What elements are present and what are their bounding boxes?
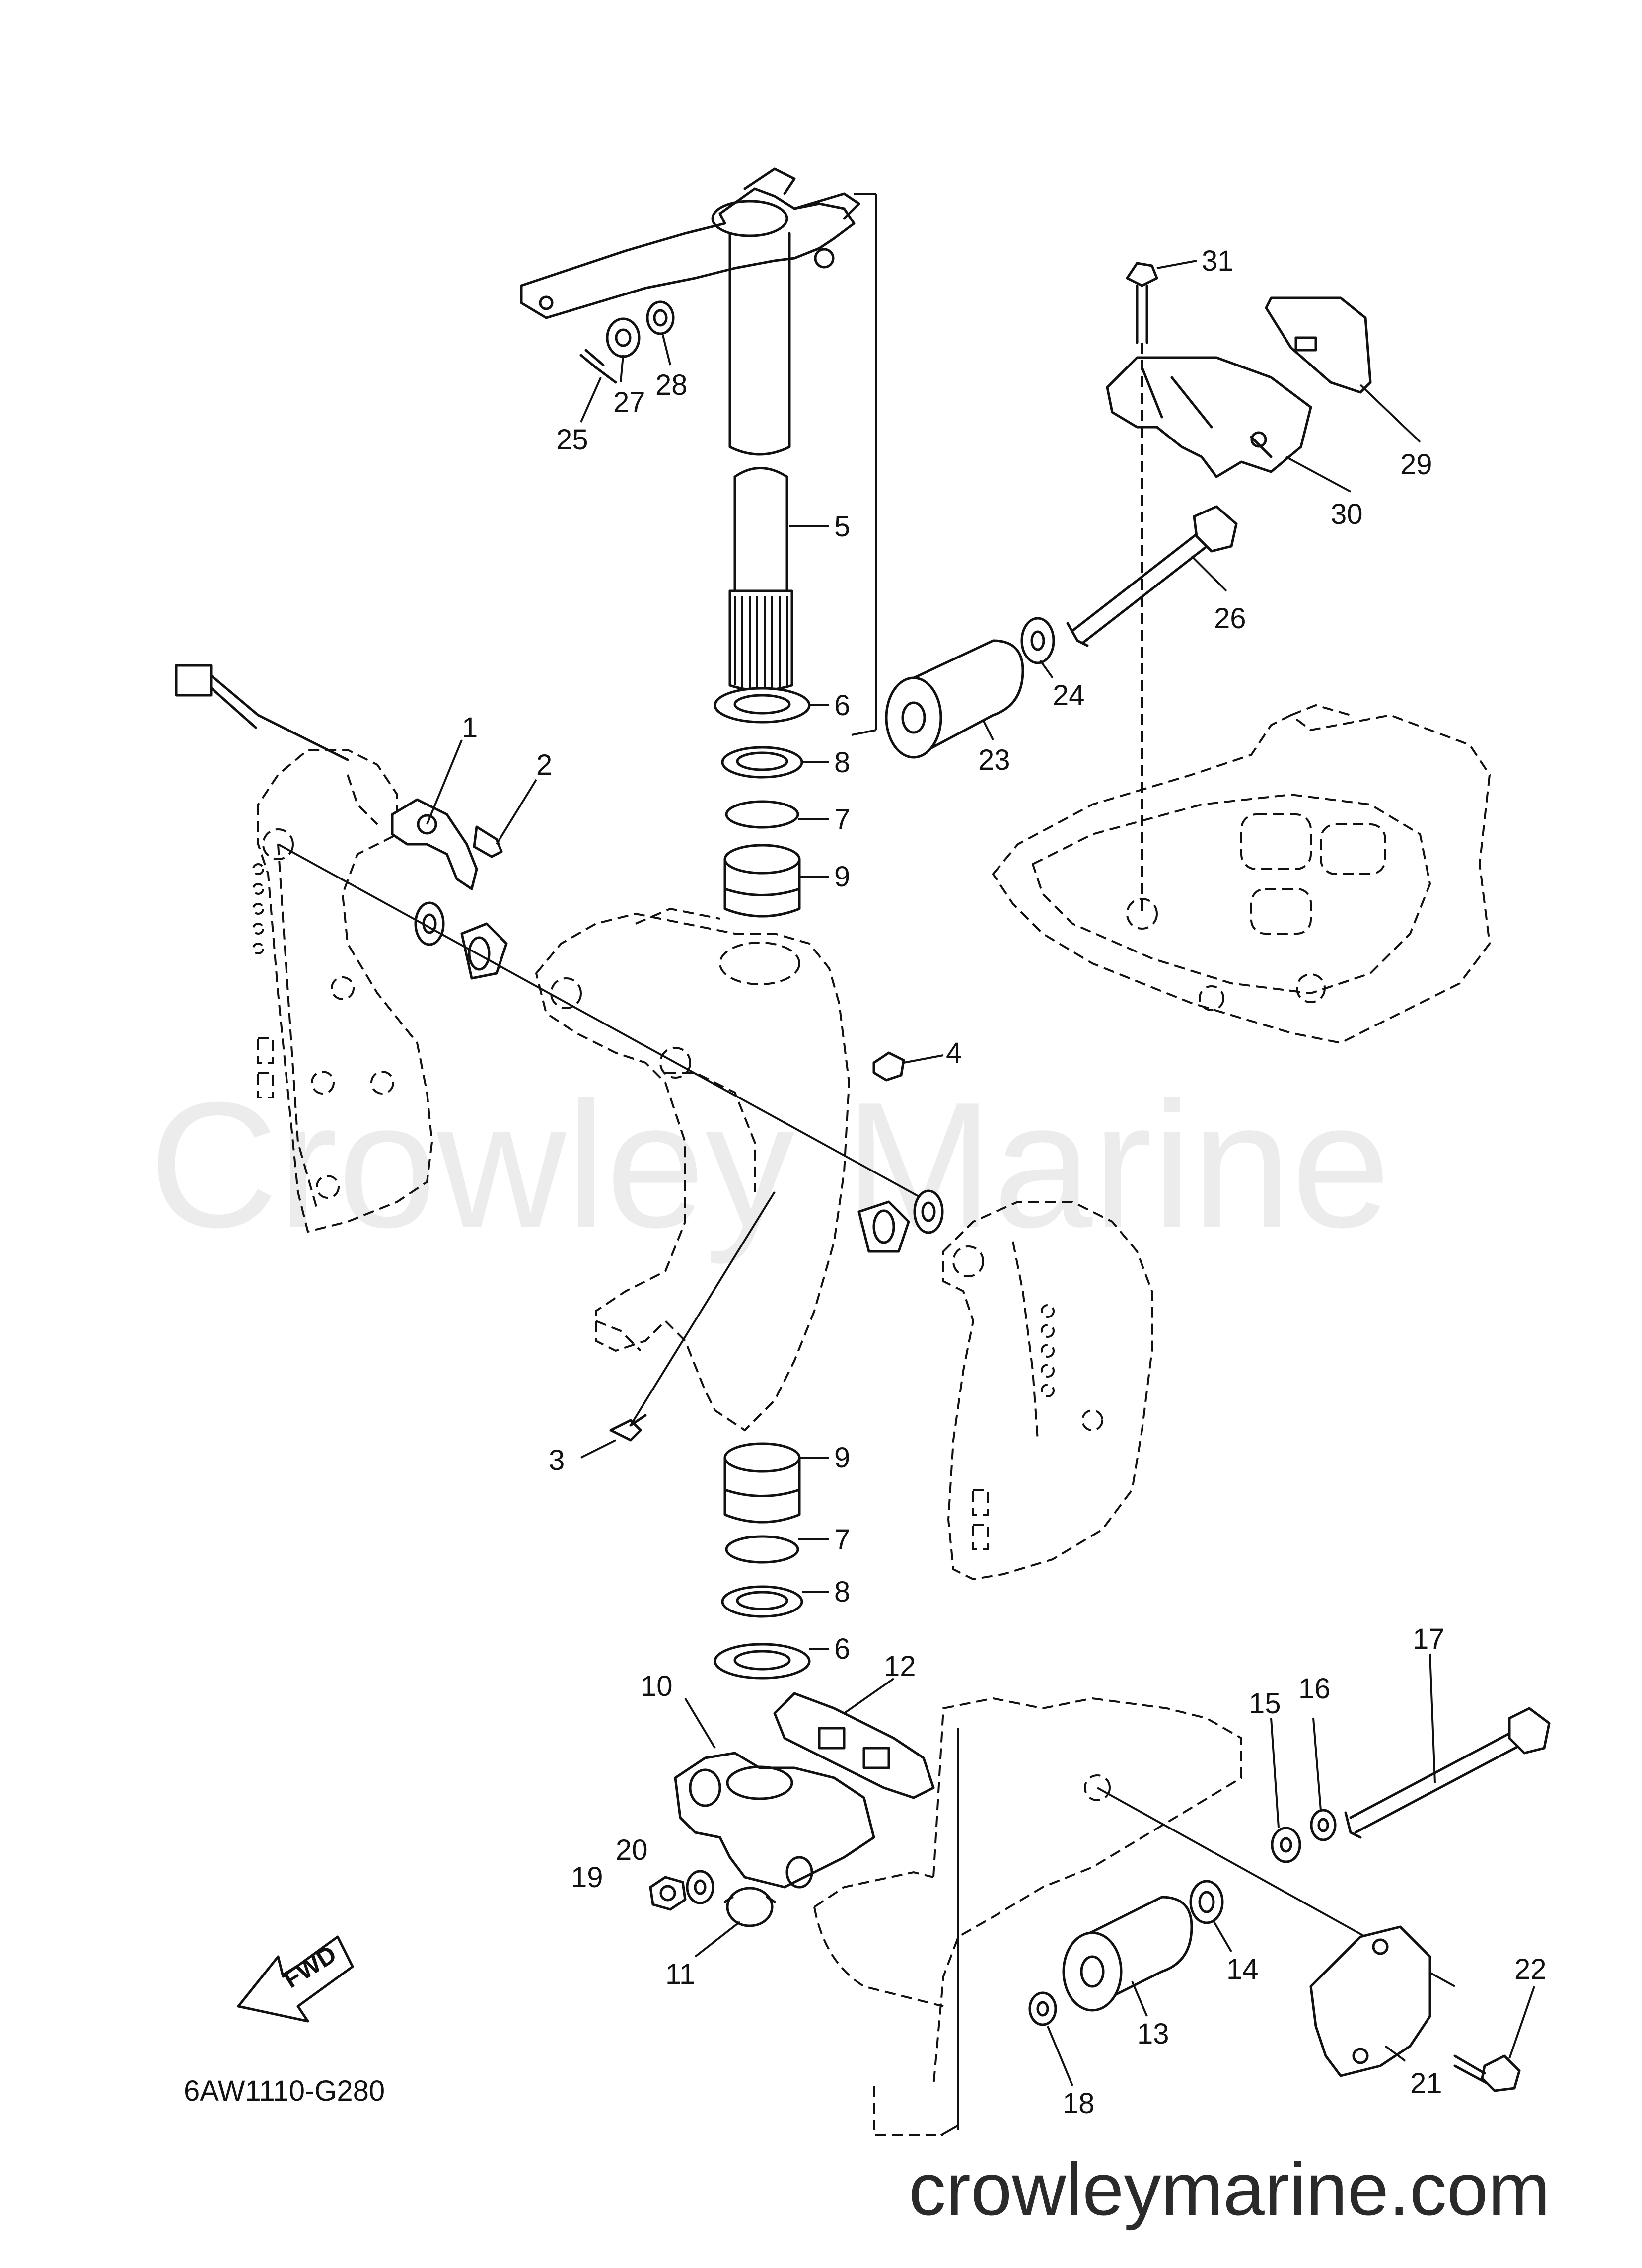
callout-24: 24 <box>1053 679 1085 712</box>
nut-4 <box>872 1051 905 1082</box>
nut-27 <box>606 317 641 358</box>
callout-4: 4 <box>946 1037 962 1069</box>
screw-3 <box>609 1414 647 1442</box>
mounting-plate-upper <box>992 704 1491 1044</box>
callout-22: 22 <box>1514 1953 1547 1985</box>
circlip-11 <box>723 1887 776 1927</box>
callout-23: 23 <box>978 744 1010 776</box>
callout-21: 21 <box>1410 2067 1442 2100</box>
callout-19: 19 <box>571 1861 603 1894</box>
washer-15 <box>1271 1827 1301 1863</box>
plate-12 <box>773 1692 935 1799</box>
callout-14: 14 <box>1226 1953 1259 1985</box>
callout-30: 30 <box>1331 498 1363 530</box>
cotter-pin-25 <box>579 349 617 384</box>
callout-26: 26 <box>1214 602 1246 635</box>
callout-7-lower: 7 <box>834 1524 850 1556</box>
washer-18 <box>1028 1991 1057 2026</box>
lower-mount-bracket-10 <box>674 1752 875 1889</box>
callout-27: 27 <box>613 386 645 419</box>
bolt-26 <box>1066 505 1238 647</box>
washer-20 <box>686 1870 714 1904</box>
callout-6-upper: 6 <box>834 689 850 722</box>
callout-3: 3 <box>549 1444 565 1476</box>
callout-leaders <box>426 260 1535 2086</box>
callout-25: 25 <box>556 424 588 456</box>
washer-24 <box>1020 617 1055 664</box>
trim-sensor-1 <box>391 798 478 890</box>
callout-31: 31 <box>1202 245 1234 277</box>
pivot-bushing-right <box>857 1189 944 1253</box>
bolt-17 <box>1344 1707 1551 1839</box>
swivel-bracket <box>535 907 851 1432</box>
steering-shaft <box>728 232 793 692</box>
callout-18: 18 <box>1063 2087 1095 2120</box>
pivot-bushing-left <box>414 901 508 980</box>
cover-29 <box>1265 296 1372 394</box>
lower-housing <box>813 1697 1242 2136</box>
callout-8-upper: 8 <box>834 746 850 779</box>
callout-12: 12 <box>884 1650 916 1683</box>
callout-6-lower: 6 <box>834 1633 850 1665</box>
nut-19 <box>649 1876 687 1911</box>
bolt-31 <box>1126 262 1158 344</box>
forward-direction-arrow: FWD <box>237 1935 354 2023</box>
callout-8-lower: 8 <box>834 1576 850 1608</box>
bolt-22 <box>1453 2054 1521 2092</box>
callout-29: 29 <box>1400 448 1432 481</box>
site-url: crowleymarine.com <box>909 2147 1550 2231</box>
bushing-stack-upper <box>714 687 811 918</box>
lower-cover-21 <box>1309 1925 1431 2077</box>
callout-7-upper: 7 <box>834 804 850 836</box>
washer-14 <box>1189 1880 1224 1924</box>
callout-9-lower: 9 <box>834 1442 850 1474</box>
clamp-bracket-left <box>252 749 433 1233</box>
diagram-code: 6AW1110-G280 <box>184 2075 385 2107</box>
callout-13: 13 <box>1137 2018 1169 2050</box>
callout-15: 15 <box>1249 1687 1281 1720</box>
callout-1: 1 <box>462 712 478 744</box>
callout-2: 2 <box>536 749 552 781</box>
rubber-mount-13 <box>1062 1896 1193 2012</box>
callout-16: 16 <box>1298 1673 1331 1705</box>
wire-connector <box>175 664 349 761</box>
washer-28 <box>646 300 675 335</box>
callout-5: 5 <box>834 511 850 543</box>
rubber-mount-23 <box>885 639 1024 759</box>
steering-arm <box>520 167 860 319</box>
callout-11: 11 <box>665 1958 695 1990</box>
callout-10: 10 <box>641 1670 673 1702</box>
upper-clamp-30 <box>1106 356 1312 478</box>
watermark: Crowley Marine <box>149 1065 1391 1266</box>
bushing-stack-lower <box>714 1442 811 1680</box>
callout-17: 17 <box>1413 1623 1445 1655</box>
screw-2 <box>473 825 503 858</box>
callout-28: 28 <box>655 369 688 401</box>
washer-16 <box>1310 1809 1337 1841</box>
callout-9-upper: 9 <box>834 861 850 893</box>
callout-numbers: 1 2 3 4 5 6 6 7 7 8 8 9 9 10 11 12 13 14… <box>462 245 1547 2120</box>
clamp-bracket-right <box>942 1201 1153 1581</box>
fwd-label: FWD <box>279 1940 341 1994</box>
callout-20: 20 <box>616 1834 648 1866</box>
